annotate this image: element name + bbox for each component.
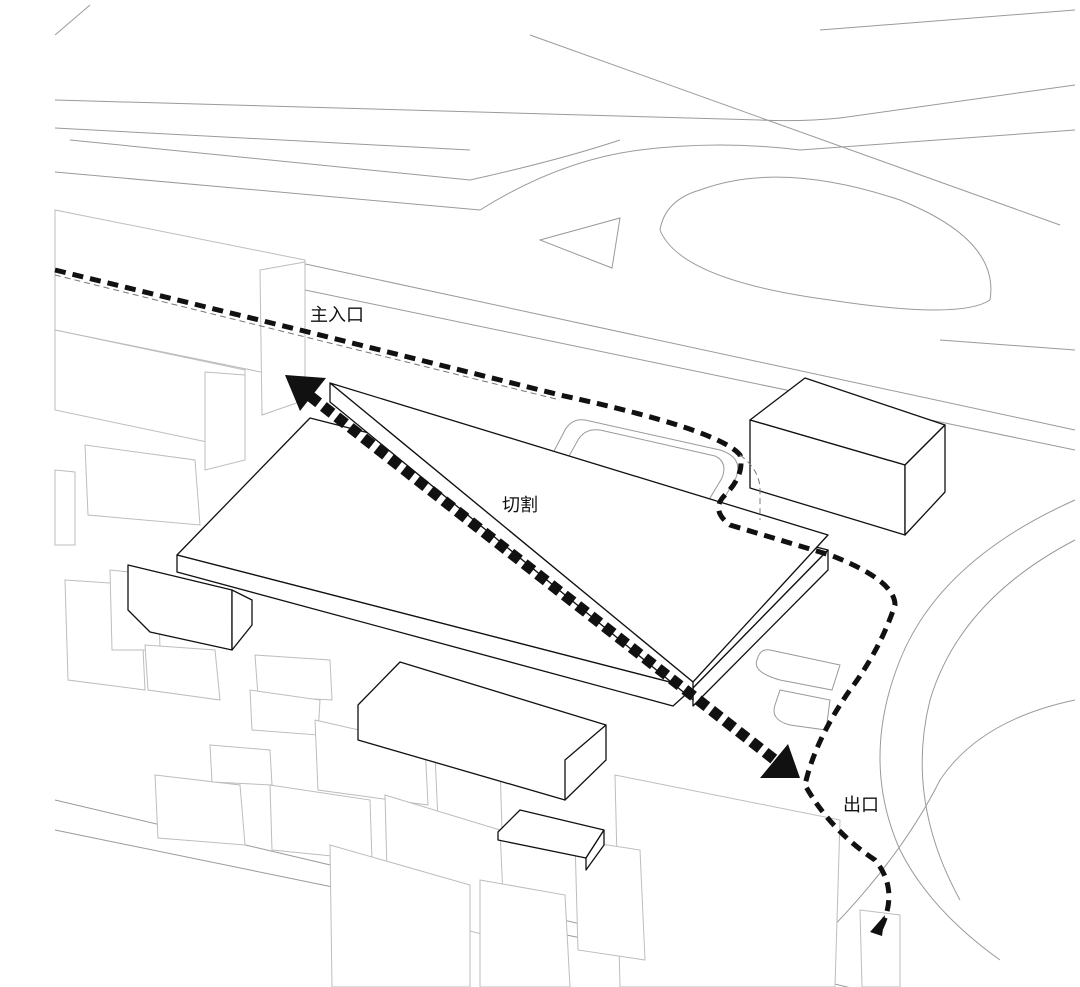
vehicle-route — [54, 267, 898, 932]
context-buildings — [54, 209, 901, 987]
project-massing — [127, 377, 946, 871]
cut-label: 切割 — [502, 495, 538, 516]
exit-label: 出口 — [843, 795, 879, 816]
arrow-head-southeast — [760, 744, 800, 778]
cut-axis-arrow — [285, 375, 885, 936]
exit-arrow-head — [870, 915, 885, 936]
arrow-head-northwest — [285, 375, 326, 411]
labels: 主入口 切割 出口 — [310, 305, 879, 816]
main-entrance-label: 主入口 — [310, 305, 364, 326]
